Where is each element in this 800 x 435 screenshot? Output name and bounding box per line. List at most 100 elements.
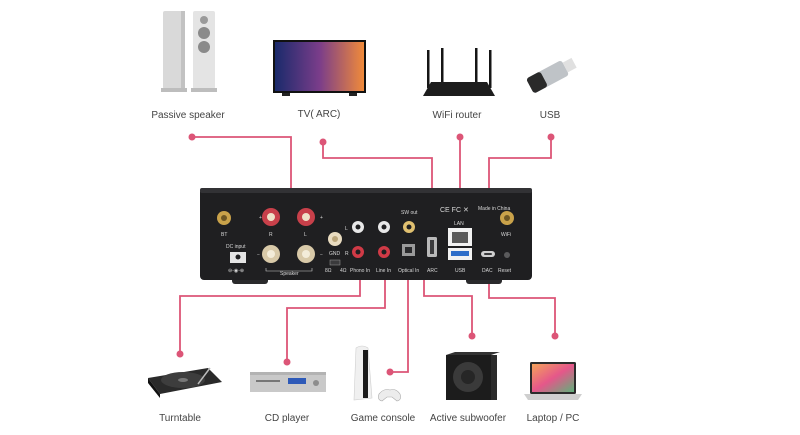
wire-dot-active-subwoofer [468, 332, 476, 340]
panel-label-usb-port: USB [455, 268, 466, 274]
speaker-post-r-plus-core [267, 213, 275, 221]
panel-label-speaker: Speaker [280, 271, 299, 277]
speaker-woofer-icon-2 [198, 41, 210, 53]
panel-label-l: L [304, 232, 307, 238]
gamepad-icon [378, 389, 401, 402]
panel-label-reset: Reset [498, 268, 512, 274]
sw-out-core [406, 224, 412, 230]
reset-button [504, 252, 510, 258]
wire-dot-cd-player [283, 358, 291, 366]
line-in-l-core [381, 224, 387, 230]
phono-in-l-core [355, 224, 361, 230]
wifi-antenna-core [504, 215, 510, 221]
label-cd-player: CD player [265, 413, 310, 424]
label-game-console: Game console [351, 413, 416, 424]
wifi-router-illustration [423, 48, 495, 96]
panel-label-sw-out: SW out [401, 210, 418, 216]
panel-label-plus-l: + [320, 215, 323, 221]
panel-label-jack-l: L [345, 226, 348, 232]
active-subwoofer-illustration [446, 352, 500, 400]
laptop-screen [532, 364, 574, 392]
dac-usb-c-inner [484, 253, 492, 255]
panel-label-dac: DAC [482, 268, 493, 274]
router-antenna-3 [475, 48, 478, 88]
wire-dot-game-console [386, 368, 394, 376]
impedance-switch [329, 259, 341, 266]
tv-leg-left [282, 93, 290, 96]
wires [176, 133, 559, 376]
wire-dot-tv [319, 138, 327, 146]
lan-port-inner [452, 232, 468, 243]
wire-dot-passive-speaker [188, 133, 196, 141]
speaker-woofer-icon-1 [198, 27, 210, 39]
panel-label-8-ohm: 8Ω [325, 268, 332, 274]
router-antenna-1 [427, 50, 430, 88]
panel-label-optical-in: Optical In [398, 268, 419, 274]
wire-dot-usb [547, 133, 555, 141]
cd-player-top [250, 372, 326, 375]
dc-polarity-icon: ⊖-◉-⊕ [228, 268, 244, 274]
tv-leg-right [349, 93, 357, 96]
cd-player-tray [256, 380, 280, 382]
bt-antenna-core [221, 215, 227, 221]
panel-label-gnd: GND [329, 251, 341, 257]
optical-in-inner [405, 247, 412, 253]
subwoofer-side-right [491, 355, 497, 400]
phono-in-r-core [355, 249, 361, 255]
label-tv: TV( ARC) [298, 109, 341, 120]
panel-label-4-ohm: 4Ω [340, 268, 347, 274]
speaker-post-l-plus-core [302, 213, 310, 221]
router-antenna-4 [489, 50, 492, 88]
speaker-bracket [265, 268, 313, 272]
wire-dot-laptop [551, 332, 559, 340]
line-in-r-core [381, 249, 387, 255]
panel-label-dc-input: DC input [226, 244, 246, 250]
speaker-tower-left [163, 11, 185, 89]
certification-marks-icon: CE FC ✕ [440, 207, 469, 214]
label-wifi-router: WiFi router [433, 110, 483, 121]
cd-player-knob [313, 380, 319, 386]
passive-speaker-illustration [161, 11, 217, 92]
panel-label-minus-r: − [257, 252, 260, 258]
subwoofer-side [446, 352, 500, 355]
panel-label-r: R [269, 232, 273, 238]
panel-label-lan: LAN [454, 221, 464, 227]
usb-drive-cap [526, 72, 547, 93]
cd-player-illustration [250, 372, 326, 392]
panel-label-wifi: WiFi [501, 232, 511, 238]
gnd-post-core [332, 236, 338, 242]
label-passive-speaker: Passive speaker [151, 110, 225, 121]
speaker-base-right [191, 88, 217, 92]
amplifier-rear-panel: BT DC input ⊖-◉-⊕ + + R L − − Speaker GN… [200, 188, 532, 284]
tv-screen [275, 42, 364, 91]
panel-top-edge [200, 188, 532, 193]
turntable-illustration [148, 367, 222, 398]
tv-illustration [273, 40, 366, 96]
panel-label-line-in: Line In [376, 268, 391, 274]
speaker-base-left [161, 88, 187, 92]
turntable-plinth-side [148, 378, 160, 398]
wire-dot-turntable [176, 350, 184, 358]
wire-cd-player [286, 268, 386, 362]
label-active-subwoofer: Active subwoofer [430, 413, 507, 424]
speaker-post-l-minus-core [302, 250, 310, 258]
speaker-tower-left-shade [181, 11, 185, 89]
speaker-post-r-minus-core [267, 250, 275, 258]
turntable-record-label [178, 378, 188, 382]
hdmi-arc-inner [430, 240, 434, 254]
usb-port-inner [451, 251, 469, 256]
usb-drive-illustration [526, 57, 577, 93]
label-usb: USB [540, 110, 561, 121]
game-console-illustration [353, 345, 401, 402]
panel-label-made-in: Made in China [478, 206, 510, 212]
subwoofer-driver-cone [461, 370, 475, 384]
panel-label-plus-r: + [259, 215, 262, 221]
speaker-tweeter-icon [200, 16, 208, 24]
wire-game-console [390, 258, 409, 373]
turntable-tonearm [197, 367, 211, 385]
laptop-base [524, 394, 582, 400]
wire-dot-wifi-router [456, 133, 464, 141]
panel-body [200, 188, 532, 280]
label-turntable: Turntable [159, 413, 201, 424]
